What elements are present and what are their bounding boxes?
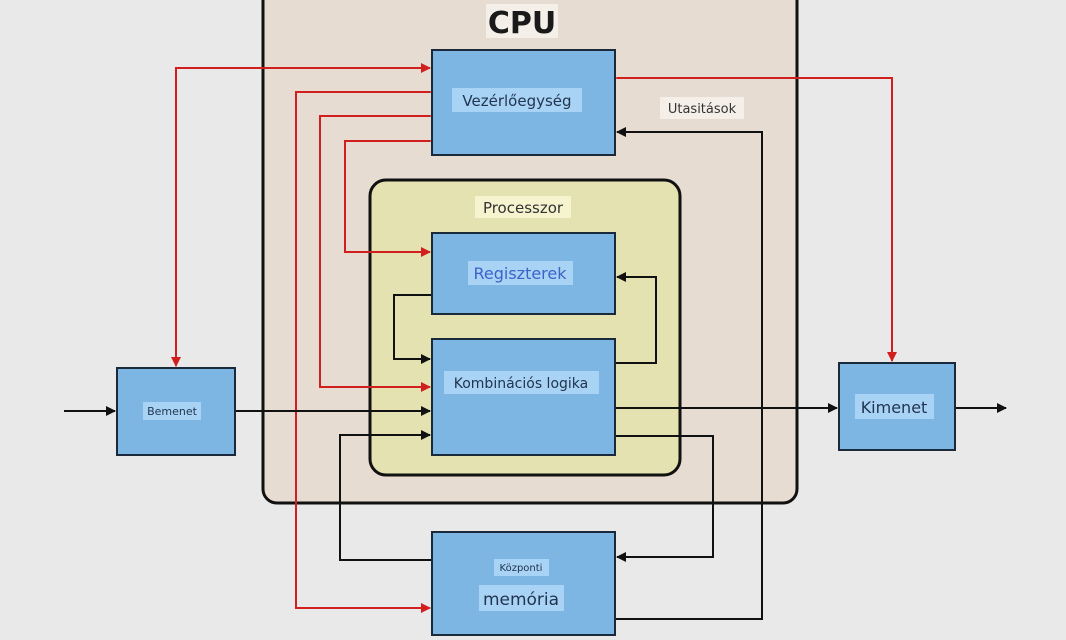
memory-label-line2: memória — [483, 590, 559, 610]
data-lines — [64, 127, 1007, 620]
block-output: Kimenet — [838, 362, 956, 451]
control-line-memory — [295, 87, 439, 613]
data-memory-instructions — [615, 127, 763, 620]
processor-label-bg — [475, 196, 571, 218]
processor-label: Processzor — [483, 199, 564, 217]
data-registers-to-logic — [393, 294, 432, 364]
control-line-output — [608, 73, 897, 362]
data-logic-to-memory — [615, 435, 714, 562]
block-input: Bemenet — [116, 367, 236, 456]
control-lines — [171, 63, 897, 613]
memory-label-line1: Központi — [500, 563, 543, 574]
cpu-title: CPU — [488, 6, 556, 41]
memory-label-line2-group: memória — [479, 585, 564, 611]
cpu-title-bg — [486, 4, 558, 38]
output-label: Kimenet — [861, 398, 928, 417]
block-memory: Központi — [431, 531, 616, 636]
block-registers: Regiszterek — [431, 232, 616, 315]
block-combinational-logic: Kombinációs logika — [431, 338, 616, 456]
data-memory-to-logic — [339, 430, 432, 561]
control-unit-label: Vezérlőegység — [462, 92, 571, 110]
input-label: Bemenet — [147, 405, 198, 418]
registers-label: Regiszterek — [473, 264, 567, 283]
control-line-logic — [319, 111, 439, 392]
instructions-label-bg — [660, 97, 744, 119]
combinational-logic-label: Kombinációs logika — [454, 376, 588, 392]
instructions-label: Utasitások — [668, 102, 737, 117]
control-line-registers — [344, 136, 439, 257]
data-logic-to-registers — [615, 272, 657, 364]
block-control-unit: Vezérlőegység — [431, 49, 616, 156]
